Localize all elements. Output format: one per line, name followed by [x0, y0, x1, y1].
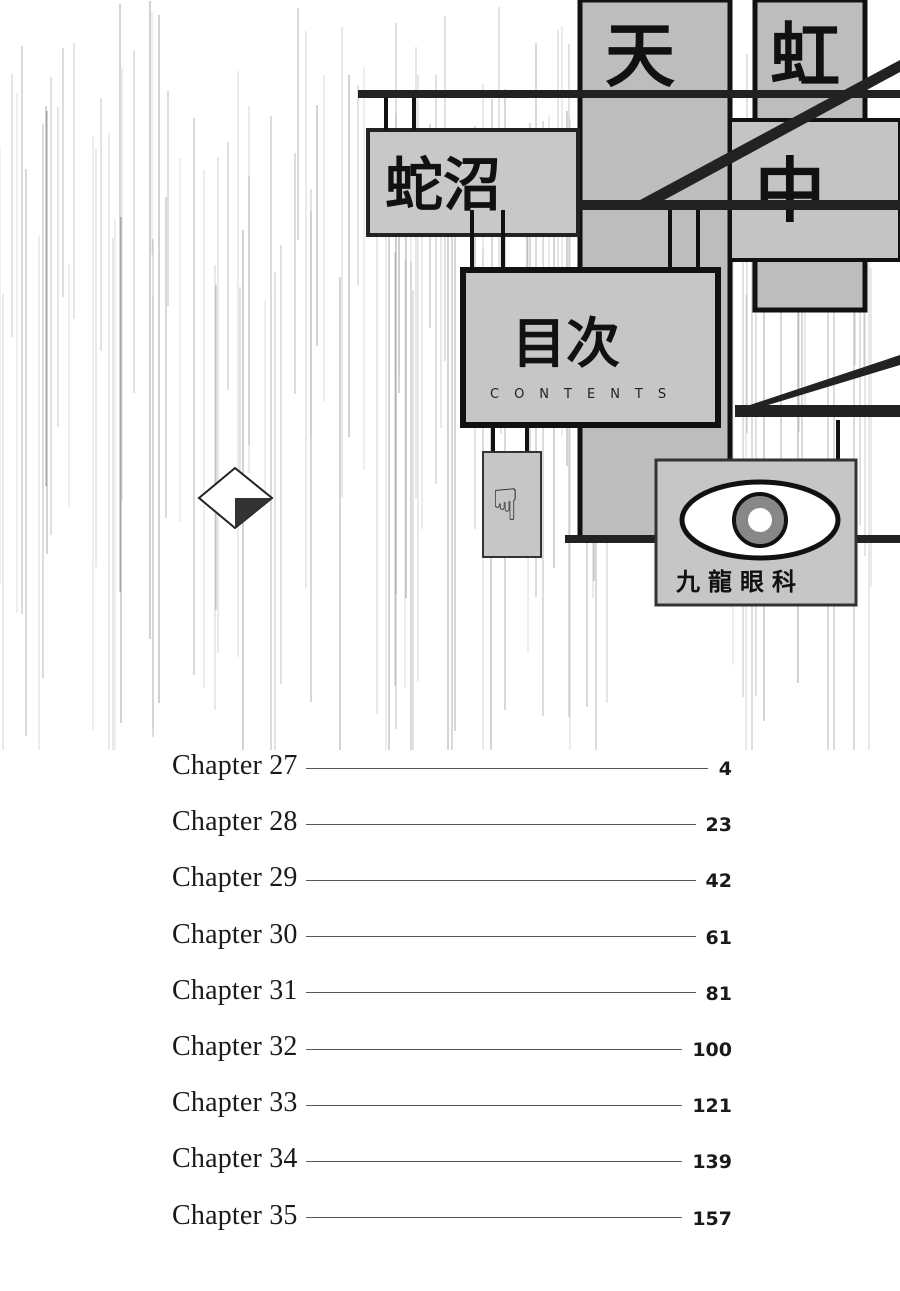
leader-line [305, 1160, 683, 1162]
chapter-title: Chapter 30 [172, 918, 298, 950]
leader-line [305, 1048, 683, 1050]
center-sign-text: 中 [755, 150, 825, 232]
rain-lines [0, 1, 872, 750]
page-number: 23 [705, 814, 732, 837]
page-number: 139 [692, 1151, 732, 1174]
toc-entry[interactable]: Chapter 32 100 [172, 1019, 732, 1075]
page-number: 4 [718, 758, 732, 781]
leader-line [305, 1104, 683, 1106]
contents-label: CONTENTS [490, 387, 681, 402]
toc-entry[interactable]: Chapter 35 157 [172, 1188, 732, 1244]
page-number: 61 [705, 926, 732, 949]
chapter-title: Chapter 31 [172, 974, 298, 1006]
leader-line [305, 1217, 683, 1219]
diamond-ornament [197, 466, 274, 530]
chapter-title: Chapter 35 [172, 1199, 298, 1231]
rainbow-sign-text: 虹 [770, 15, 840, 97]
page-number: 157 [692, 1207, 732, 1230]
tall-sign-text: 天 [605, 15, 675, 97]
pointing-hand-icon: ☟ [492, 481, 519, 530]
leader-line [305, 767, 708, 769]
rain-signboards-illustration: 天 虹 中 蛇沼 目次 CONTENTS ☟ 九龍眼科 [0, 0, 900, 750]
chapter-title: Chapter 33 [172, 1087, 298, 1119]
chapter-title: Chapter 29 [172, 862, 298, 894]
chapter-title: Chapter 32 [172, 1031, 298, 1063]
page-number: 100 [692, 1039, 732, 1062]
toc-entry[interactable]: Chapter 27 4 [172, 738, 732, 794]
toc-entry[interactable]: Chapter 34 139 [172, 1131, 732, 1187]
leader-line [305, 823, 696, 825]
page-number: 81 [705, 982, 732, 1005]
toc-entry[interactable]: Chapter 29 42 [172, 850, 732, 906]
page-number: 121 [692, 1095, 732, 1118]
snake-sign-text: 蛇沼 [385, 151, 501, 219]
toc-entry[interactable]: Chapter 31 81 [172, 963, 732, 1019]
toc-entry[interactable]: Chapter 30 61 [172, 907, 732, 963]
leader-line [305, 879, 696, 881]
chapter-title: Chapter 28 [172, 806, 298, 838]
page-number: 42 [705, 870, 732, 893]
chains [384, 98, 840, 460]
chapter-title: Chapter 27 [172, 750, 298, 782]
leader-line [305, 936, 696, 938]
chapter-title: Chapter 34 [172, 1143, 298, 1175]
leader-line [305, 992, 696, 994]
contents-sign [460, 267, 721, 428]
toc-entry[interactable]: Chapter 28 23 [172, 794, 732, 850]
eye-clinic-text: 九龍眼科 [675, 568, 804, 596]
pointing-hand-sign [482, 451, 542, 558]
toc-entry[interactable]: Chapter 33 121 [172, 1075, 732, 1131]
contents-kanji: 目次 [512, 312, 620, 375]
